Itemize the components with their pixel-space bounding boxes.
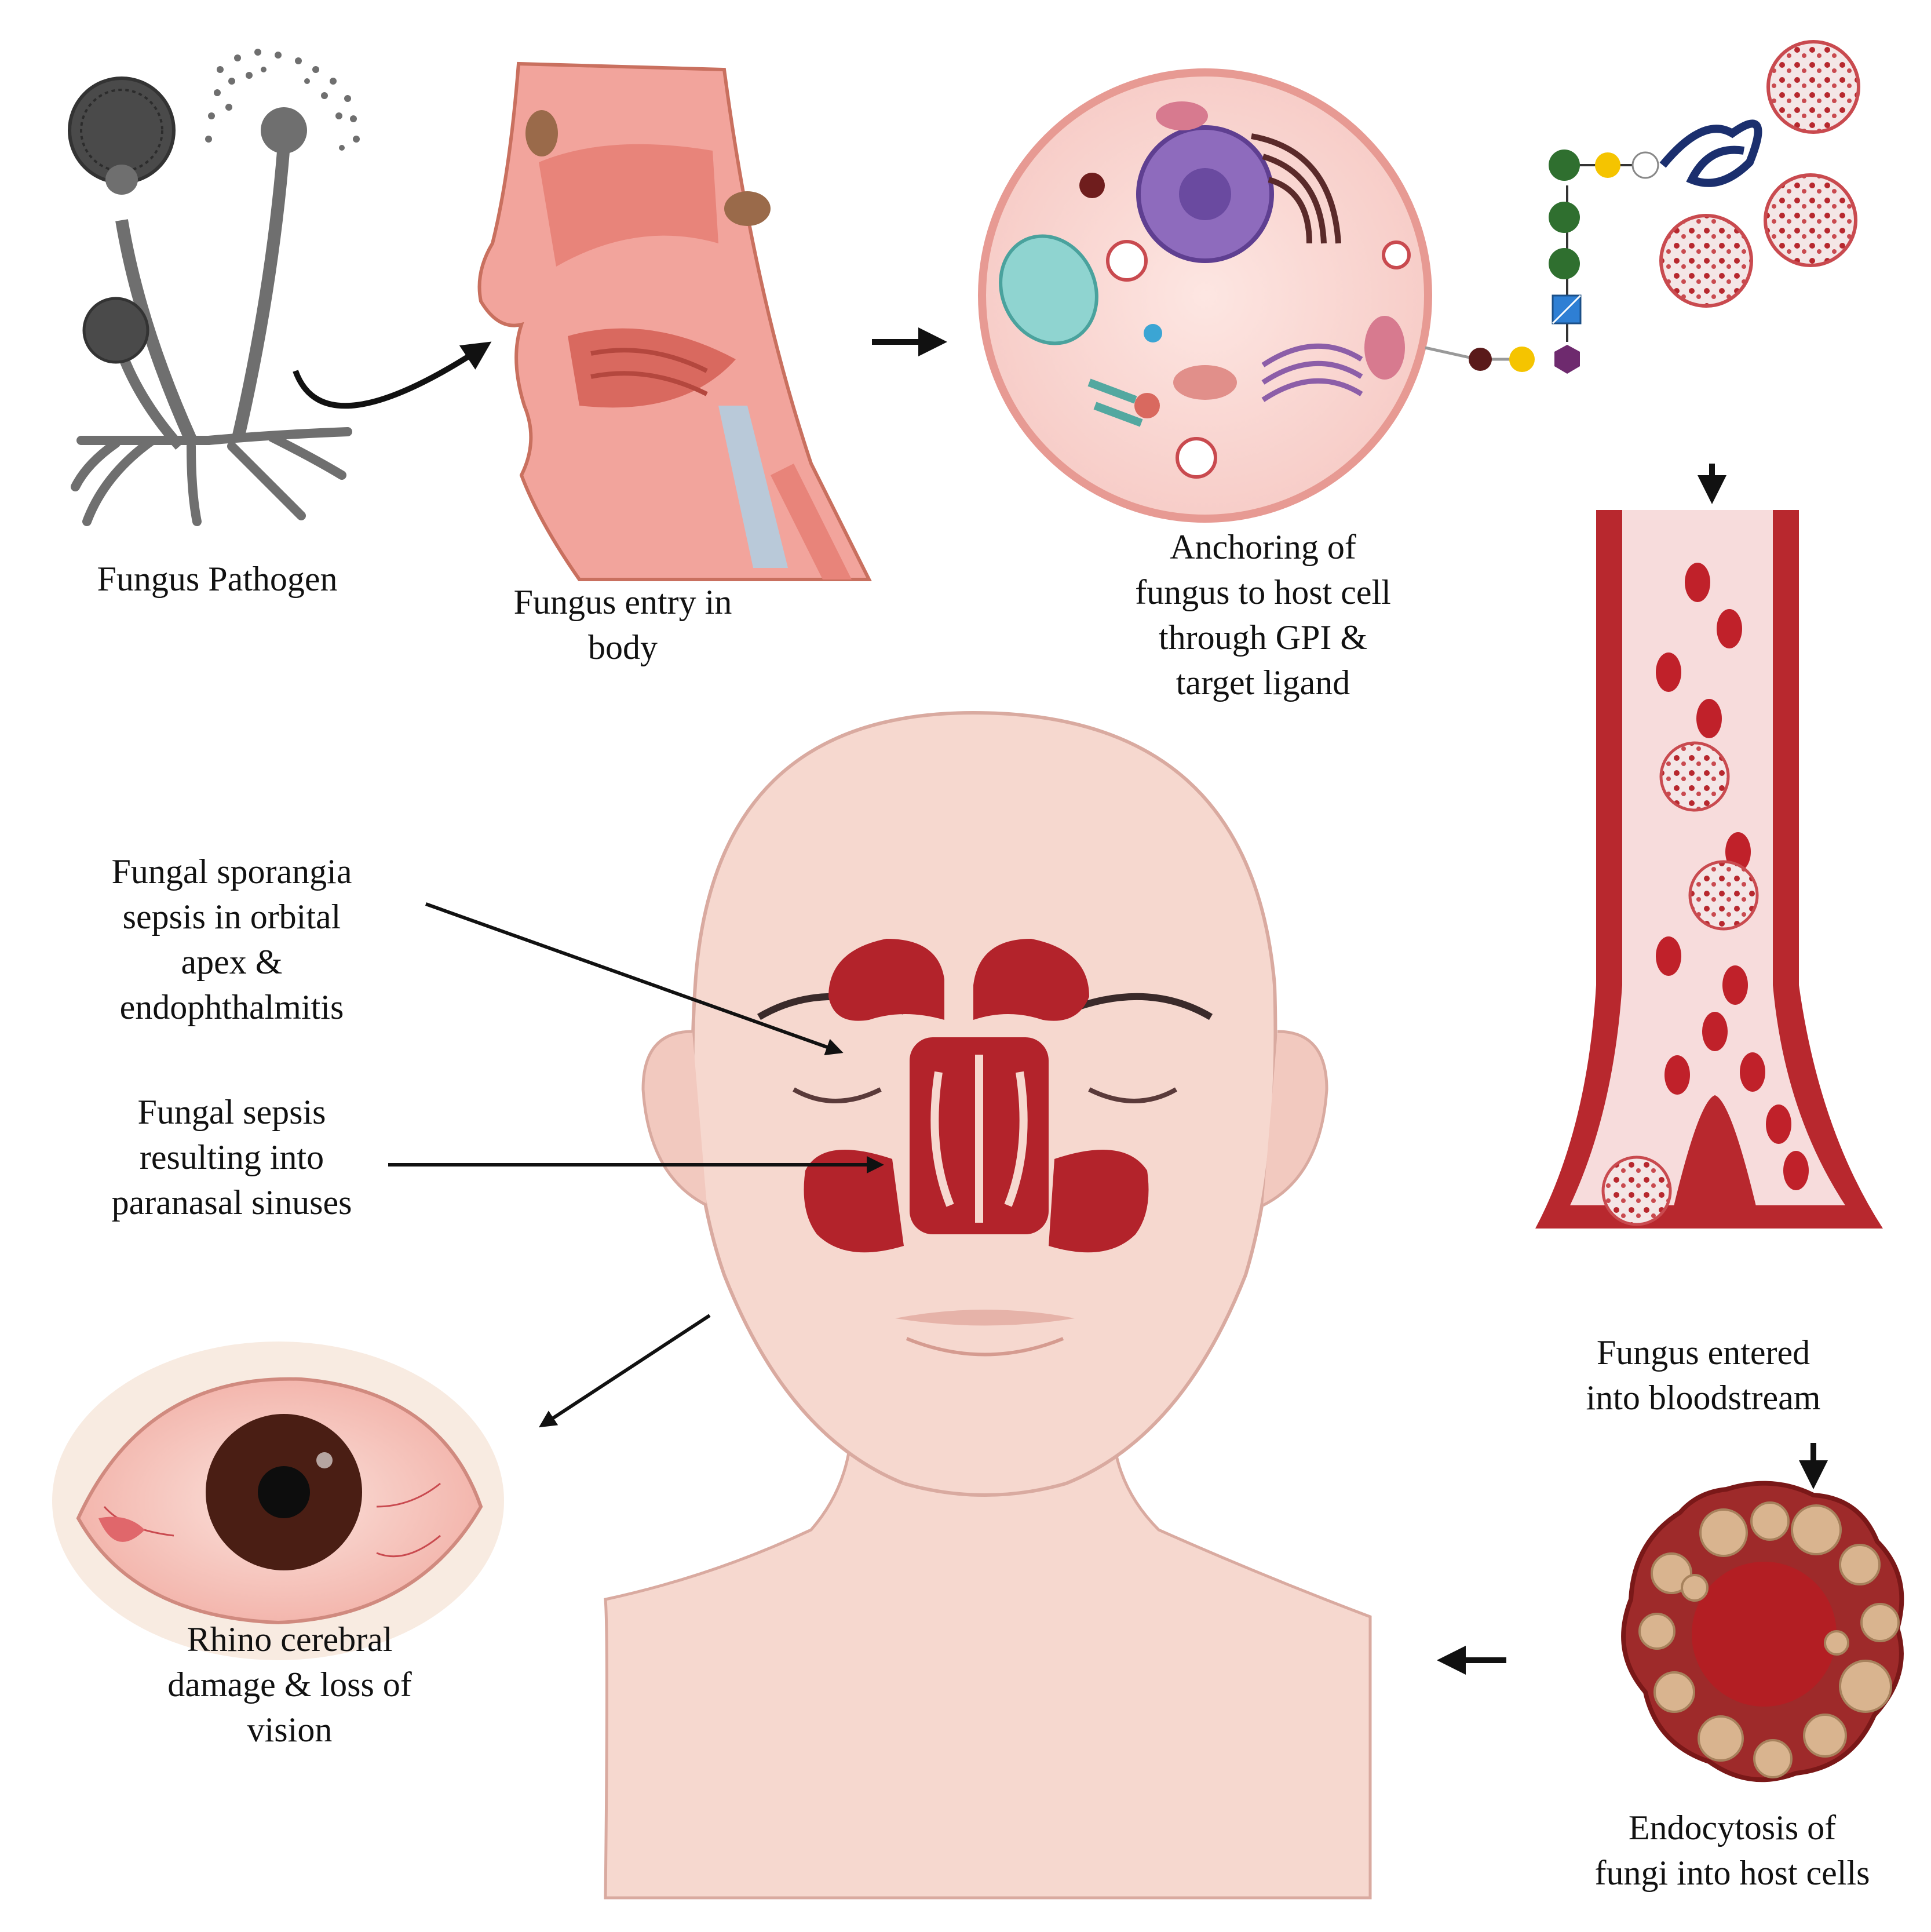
label-line: Anchoring of	[1170, 528, 1356, 566]
label-line: paranasal sinuses	[111, 1183, 352, 1222]
label-line: Rhino cerebral	[187, 1620, 393, 1658]
label-line: sepsis in orbital	[122, 898, 341, 936]
virion-icon	[1659, 40, 1860, 308]
label-line: endophthalmitis	[119, 988, 344, 1026]
label-fungus-pathogen: Fungus Pathogen	[75, 556, 359, 602]
label-bloodstream: Fungus entered into bloodstream	[1530, 1330, 1877, 1420]
label-line: Fungus entered	[1596, 1333, 1810, 1372]
fungus-icon	[68, 49, 360, 526]
label-sporangia: Fungal sporangia sepsis in orbital apex …	[58, 849, 406, 1030]
label-line: fungus to host cell	[1135, 573, 1391, 611]
arrow-icon	[293, 341, 492, 409]
gpi-anchor-icon	[1425, 119, 1762, 374]
label-line: Fungus entry in	[513, 583, 732, 621]
arrow-icon	[538, 1314, 711, 1428]
label-line: body	[588, 628, 658, 666]
red-eye-icon	[52, 1342, 504, 1660]
label-line: Fungal sporangia	[111, 852, 352, 891]
label-line: Fungus Pathogen	[97, 560, 338, 598]
nasal-cavity-icon	[477, 61, 872, 581]
label-line: damage & loss of	[167, 1665, 412, 1704]
label-line: into bloodstream	[1586, 1379, 1821, 1417]
label-line: fungi into host cells	[1594, 1854, 1870, 1892]
head-icon	[604, 710, 1372, 1900]
label-anchoring: Anchoring of fungus to host cell through…	[1089, 524, 1437, 705]
blood-vessel-icon	[1535, 510, 1883, 1229]
label-line: through GPI &	[1159, 618, 1367, 657]
label-sinuses: Fungal sepsis resulting into paranasal s…	[58, 1089, 406, 1225]
label-line: resulting into	[139, 1138, 324, 1176]
label-line: vision	[247, 1711, 333, 1749]
label-line: apex &	[181, 943, 283, 981]
infected-cell-icon	[1621, 1481, 1904, 1782]
host-cell-icon	[978, 68, 1432, 523]
label-line: Endocytosis of	[1628, 1809, 1837, 1847]
label-rhino-cerebral: Rhino cerebral damage & loss of vision	[116, 1617, 463, 1752]
label-endocytosis: Endocytosis of fungi into host cells	[1558, 1805, 1906, 1895]
label-line: target ligand	[1176, 664, 1350, 702]
label-fungus-entry: Fungus entry in body	[481, 579, 765, 670]
arrow-icon	[425, 902, 844, 1056]
label-line: Fungal sepsis	[137, 1093, 326, 1131]
